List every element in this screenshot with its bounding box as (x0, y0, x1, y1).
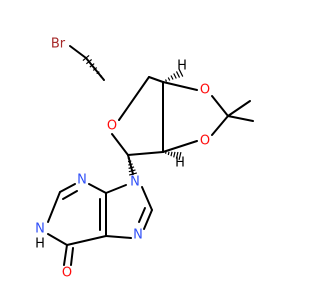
atom-label-n1: N (35, 222, 45, 237)
hash-c1p-n9-stripe (128, 169, 136, 173)
hash-c1p-n9-stripe (127, 157, 131, 160)
bond-o-upper-cq (211, 95, 229, 117)
hash-c2p-h (162, 151, 182, 161)
bond-n3-c2 (59, 183, 76, 193)
hash-c4p-ch2-stripe (96, 71, 100, 75)
bond-layer (47, 45, 254, 266)
atom-label-layer: Br O O O H H N N N H N O (35, 37, 210, 281)
bond-o-lower-cq (211, 115, 229, 136)
bond-n9-c4 (105, 184, 127, 194)
atom-label-o-carbonyl: O (62, 266, 72, 281)
hash-c4p-ch2-stripe (103, 79, 105, 81)
hash-c4p-ch2-stripe (89, 63, 95, 68)
bond-c4p-o-ring (118, 76, 150, 121)
bond-c3p-o-upper (162, 81, 198, 91)
hash-c2p-h-stripe (167, 151, 170, 156)
bond-c6-c5 (66, 235, 107, 246)
hash-c4p-ch2-stripe (92, 67, 98, 71)
hash-c4p-ch2-stripe (82, 55, 90, 61)
atom-label-n9: N (130, 175, 140, 190)
hash-c3p-h-stripe (167, 77, 171, 81)
hash-c1p-n9-stripe (128, 166, 135, 169)
atom-label-o-lower: O (200, 134, 210, 149)
atom-label-o-upper: O (200, 83, 210, 98)
atom-label-h-stereo-lower: H (175, 156, 185, 171)
bond-n9-c8 (141, 186, 153, 211)
bond-c8-n7-inner (138, 207, 146, 223)
hash-c4p-ch2-stripe (85, 59, 93, 65)
hash-c4p-ch2-stripe (99, 75, 103, 78)
bond-c6-o-inner (70, 247, 74, 266)
hash-c1p-n9-stripe (128, 163, 133, 166)
bond-n3-c2-inner (62, 190, 78, 200)
bond-br-ch2 (69, 45, 87, 59)
atom-label-o-ring: O (107, 119, 117, 134)
hash-c3p-h-stripe (178, 69, 184, 77)
bond-cq-me-upper (227, 100, 251, 117)
hash-c3p-h-stripe (173, 73, 177, 79)
hash-c2p-h-stripe (178, 151, 182, 161)
bond-c4-n3 (88, 183, 107, 194)
bond-n7-c5 (105, 235, 132, 239)
atom-label-br: Br (51, 37, 66, 52)
hash-c1p-n9 (127, 154, 138, 176)
bond-c2-n1 (47, 191, 61, 223)
bond-c8-n7 (143, 209, 153, 230)
bond-c6-o (63, 244, 68, 266)
bond-c1p-c2p (127, 151, 164, 156)
hash-c4p-ch2 (82, 55, 105, 81)
bond-c4p-c3p (148, 76, 164, 83)
atom-label-h-n1: H (35, 237, 45, 252)
hash-c1p-n9-stripe (127, 160, 132, 163)
atom-label-h-stereo-upper: H (177, 59, 187, 74)
bond-c2p-o-lower (162, 140, 198, 153)
atom-label-n7: N (133, 228, 143, 243)
hash-c1p-n9-stripe (128, 172, 138, 176)
hash-c2p-h-stripe (170, 151, 173, 157)
bond-o-ring-c1p (111, 133, 129, 156)
hash-c3p-h-stripe (170, 75, 174, 80)
atom-label-n-pyrimidine-top: N (77, 173, 87, 188)
hash-c3p-h-stripe (164, 79, 168, 82)
bond-cq-me-lower (227, 115, 254, 122)
hash-c3p-h-stripe (175, 71, 181, 78)
bond-n1-c6 (47, 233, 68, 246)
hash-c2p-h-stripe (175, 151, 179, 159)
wedge-bond-layer (82, 55, 184, 176)
hash-c3p-h (162, 69, 184, 83)
hash-c2p-h-stripe (173, 151, 176, 158)
molecule-structure: Br O O O H H N N N H N O (35, 37, 254, 281)
